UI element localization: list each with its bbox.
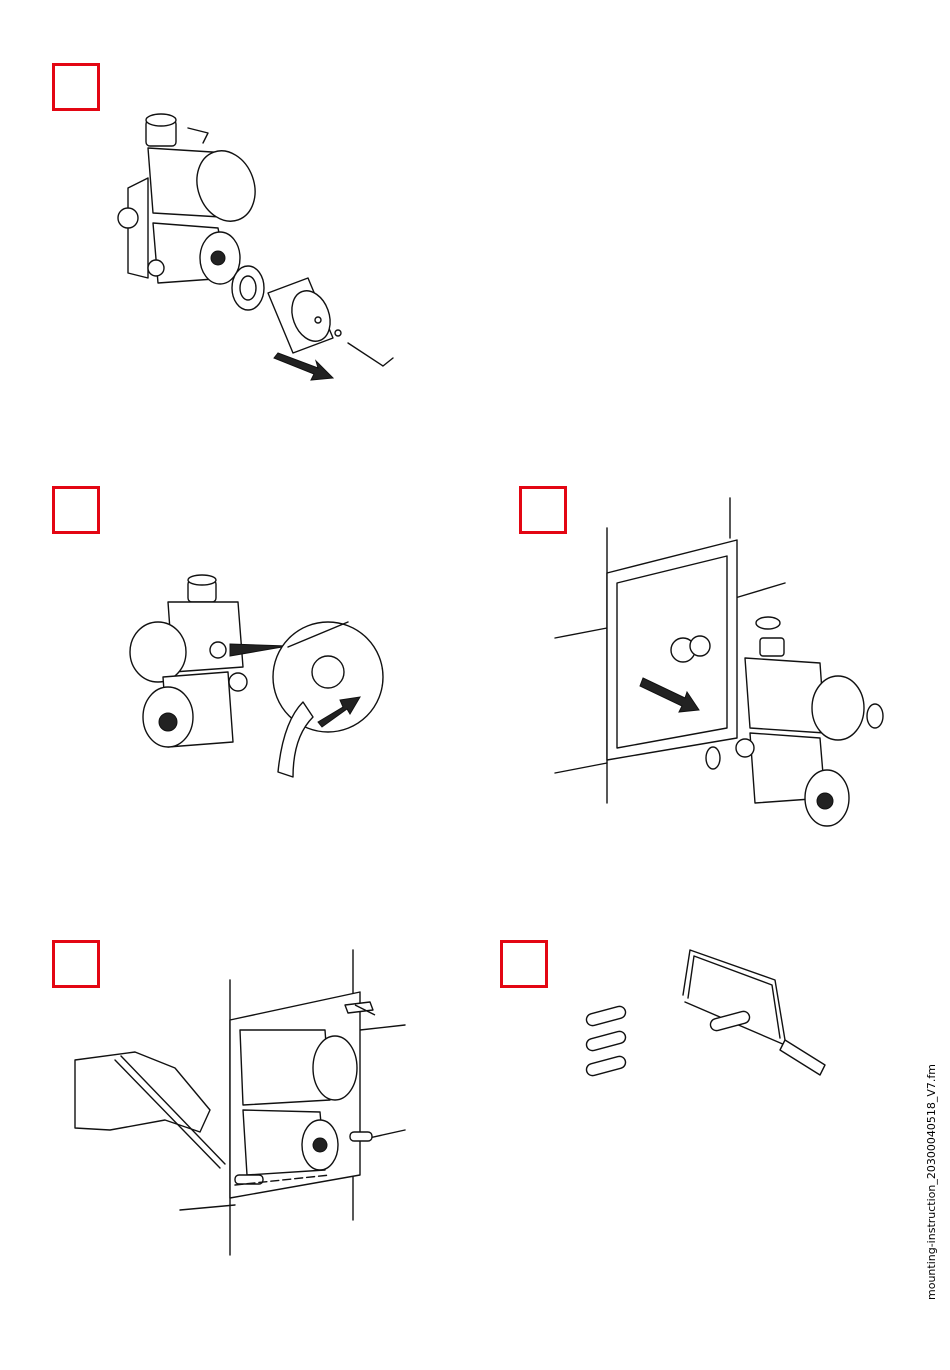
valve-disassembly-illustration [108, 108, 408, 398]
step-2-marker [52, 486, 100, 534]
footer-filename: mounting-instruction_20300040518_V7.fm [925, 1064, 938, 1300]
valve-wall-box-insert-illustration [555, 498, 895, 808]
step-5-marker [500, 940, 548, 988]
valve-flush-hose-illustration [128, 572, 388, 792]
step-1-marker [52, 63, 100, 111]
marking-pipes-pencil-illustration [75, 950, 415, 1260]
cut-pipes-hacksaw-illustration [580, 940, 840, 1080]
